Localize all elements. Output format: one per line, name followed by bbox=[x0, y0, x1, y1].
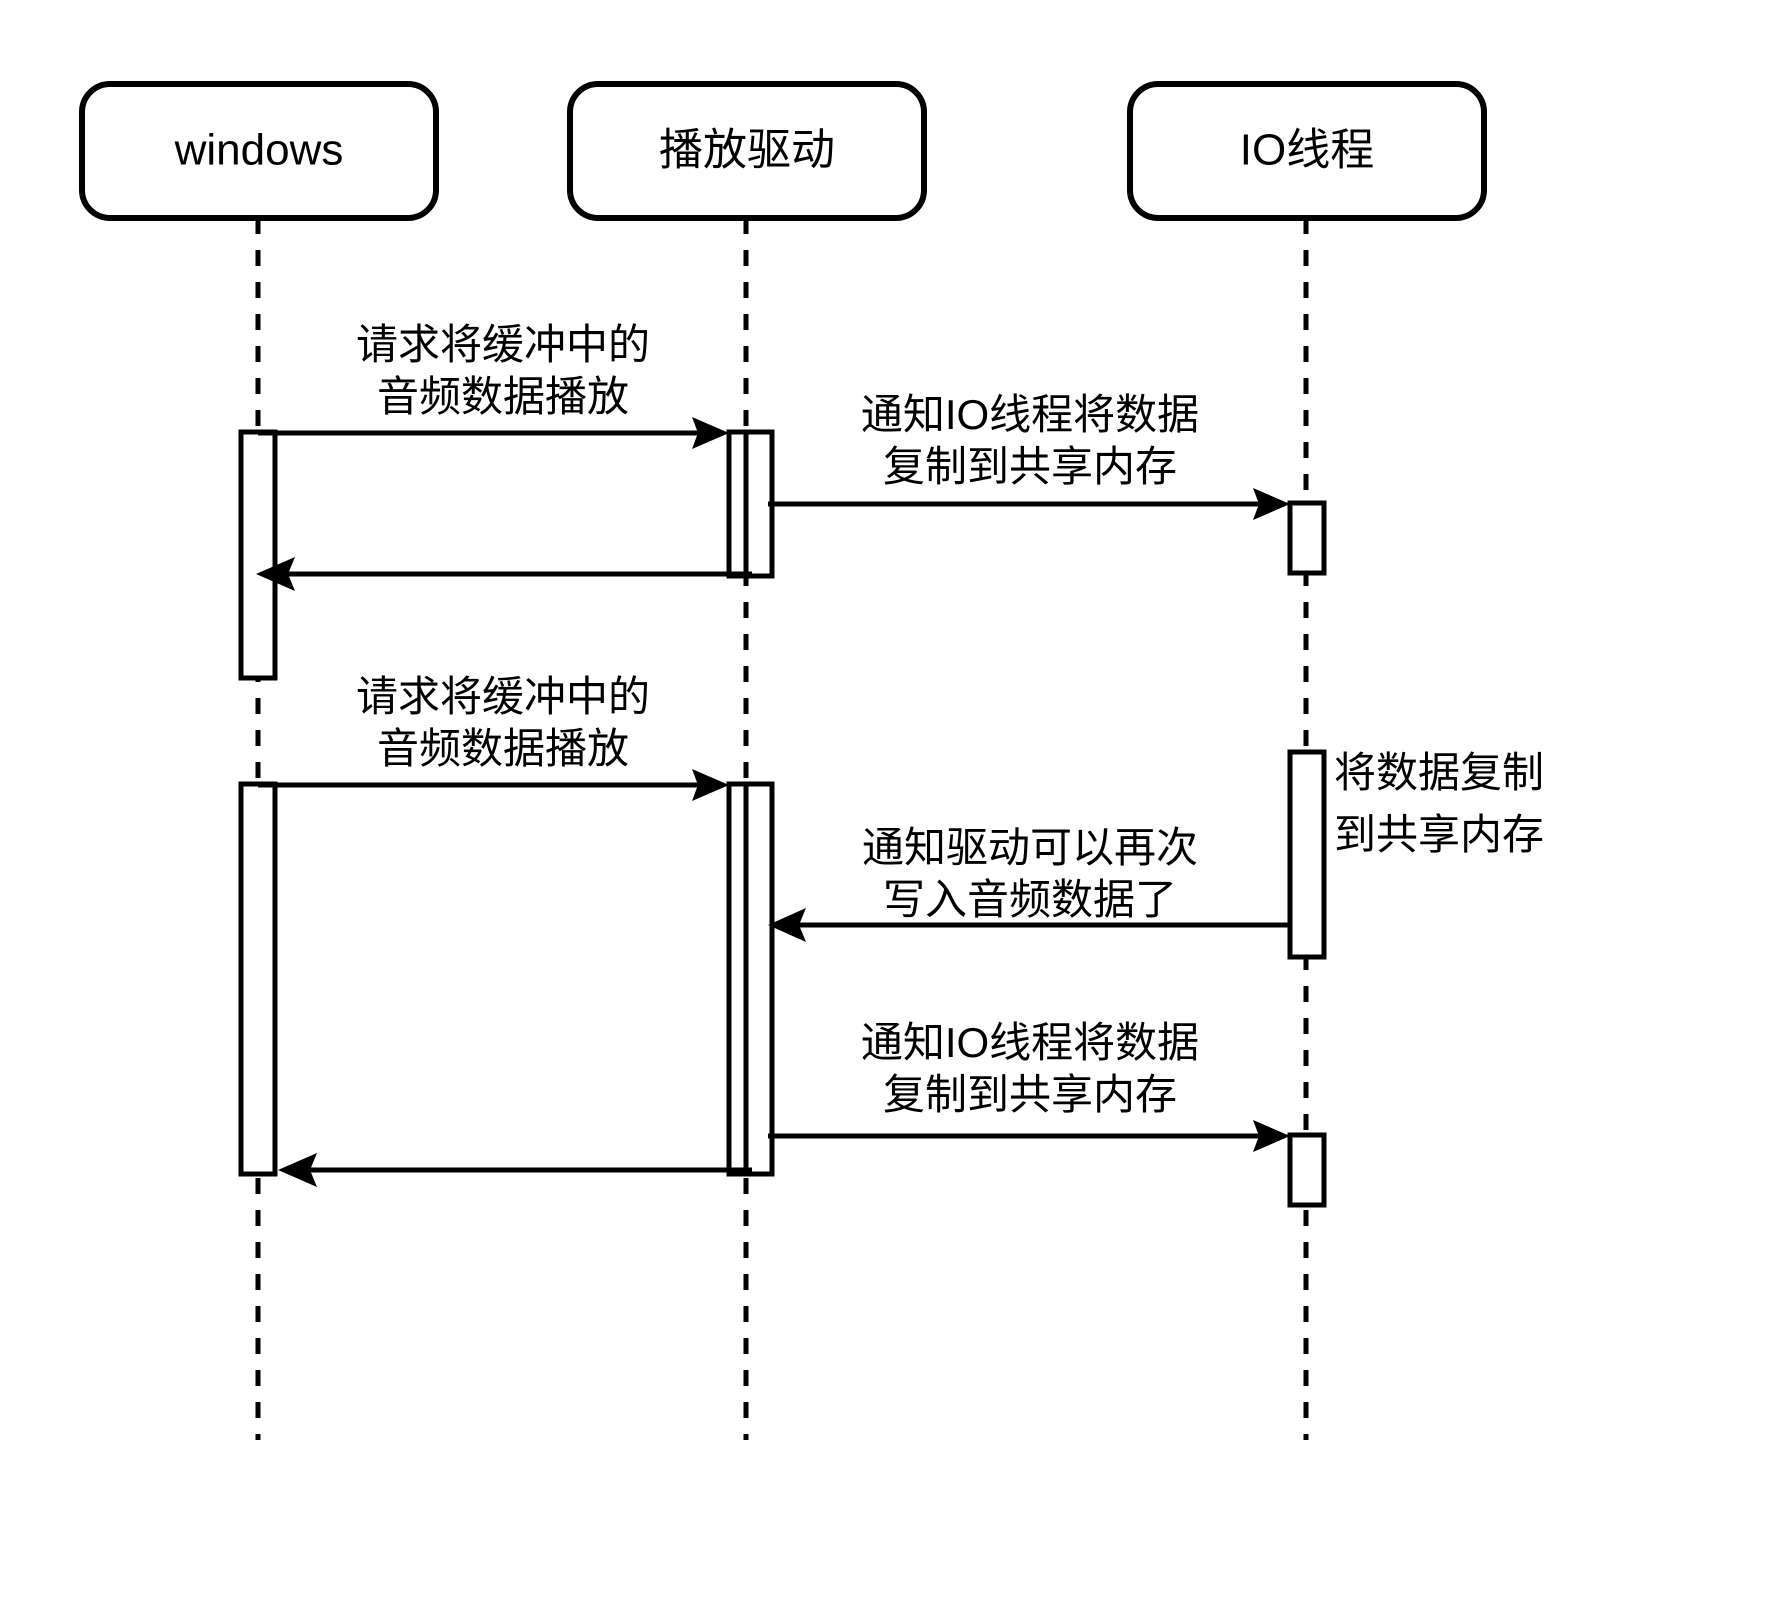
participant-label-windows: windows bbox=[174, 126, 344, 175]
message-6-label-line-2: 复制到共享内存 bbox=[883, 1071, 1177, 1118]
participant-iothread[interactable]: IO线程 bbox=[1127, 81, 1487, 221]
message-3[interactable] bbox=[256, 557, 752, 591]
message-2[interactable]: 通知IO线程将数据 复制到共享内存 bbox=[768, 391, 1290, 520]
activation-driver-2b bbox=[743, 781, 775, 1177]
message-1-label-line-1: 请求将缓冲中的 bbox=[356, 321, 650, 368]
participant-windows[interactable]: windows bbox=[79, 81, 439, 221]
message-2-label-line-1: 通知IO线程将数据 bbox=[861, 391, 1199, 438]
note-iothread-copy-data: 将数据复制 到共享内存 bbox=[1334, 749, 1544, 858]
message-7-arrowhead-icon bbox=[278, 1153, 317, 1187]
participant-box-iothread bbox=[1127, 81, 1487, 221]
message-6-label-line-1: 通知IO线程将数据 bbox=[861, 1019, 1199, 1066]
message-5-arrowhead-icon bbox=[768, 908, 806, 942]
message-7[interactable] bbox=[278, 1153, 752, 1187]
participant-label-iothread: IO线程 bbox=[1240, 126, 1374, 175]
message-4[interactable]: 请求将缓冲中的 音频数据播放 bbox=[258, 673, 729, 801]
participant-label-driver: 播放驱动 bbox=[659, 126, 835, 175]
participant-box-windows bbox=[79, 81, 439, 221]
message-6[interactable]: 通知IO线程将数据 复制到共享内存 bbox=[768, 1019, 1290, 1152]
message-2-label-line-2: 复制到共享内存 bbox=[883, 443, 1177, 490]
message-1[interactable]: 请求将缓冲中的 音频数据播放 bbox=[258, 321, 729, 449]
message-1-label-line-2: 音频数据播放 bbox=[377, 373, 629, 420]
message-3-arrowhead-icon bbox=[256, 557, 295, 591]
message-6-arrowhead-icon bbox=[1253, 1120, 1290, 1152]
activation-windows-2 bbox=[238, 781, 278, 1177]
message-4-label-line-2: 音频数据播放 bbox=[377, 725, 629, 772]
message-1-arrowhead-icon bbox=[692, 417, 729, 449]
note-label-line-1: 将数据复制 bbox=[1334, 749, 1544, 796]
activation-windows-1 bbox=[238, 429, 278, 681]
activation-iothread-2 bbox=[1287, 749, 1327, 960]
activation-iothread-1 bbox=[1287, 500, 1327, 576]
message-5[interactable]: 通知驱动可以再次 写入音频数据了 bbox=[768, 824, 1290, 942]
note-label-line-2: 到共享内存 bbox=[1334, 811, 1544, 858]
participant-box-driver bbox=[567, 81, 927, 221]
message-4-arrowhead-icon bbox=[692, 769, 729, 801]
message-5-label-line-1: 通知驱动可以再次 bbox=[862, 824, 1198, 871]
participant-driver[interactable]: 播放驱动 bbox=[567, 81, 927, 221]
message-4-label-line-1: 请求将缓冲中的 bbox=[356, 673, 650, 720]
activation-iothread-3 bbox=[1287, 1132, 1327, 1208]
message-5-label-line-2: 写入音频数据了 bbox=[883, 876, 1177, 923]
message-2-arrowhead-icon bbox=[1253, 488, 1290, 520]
